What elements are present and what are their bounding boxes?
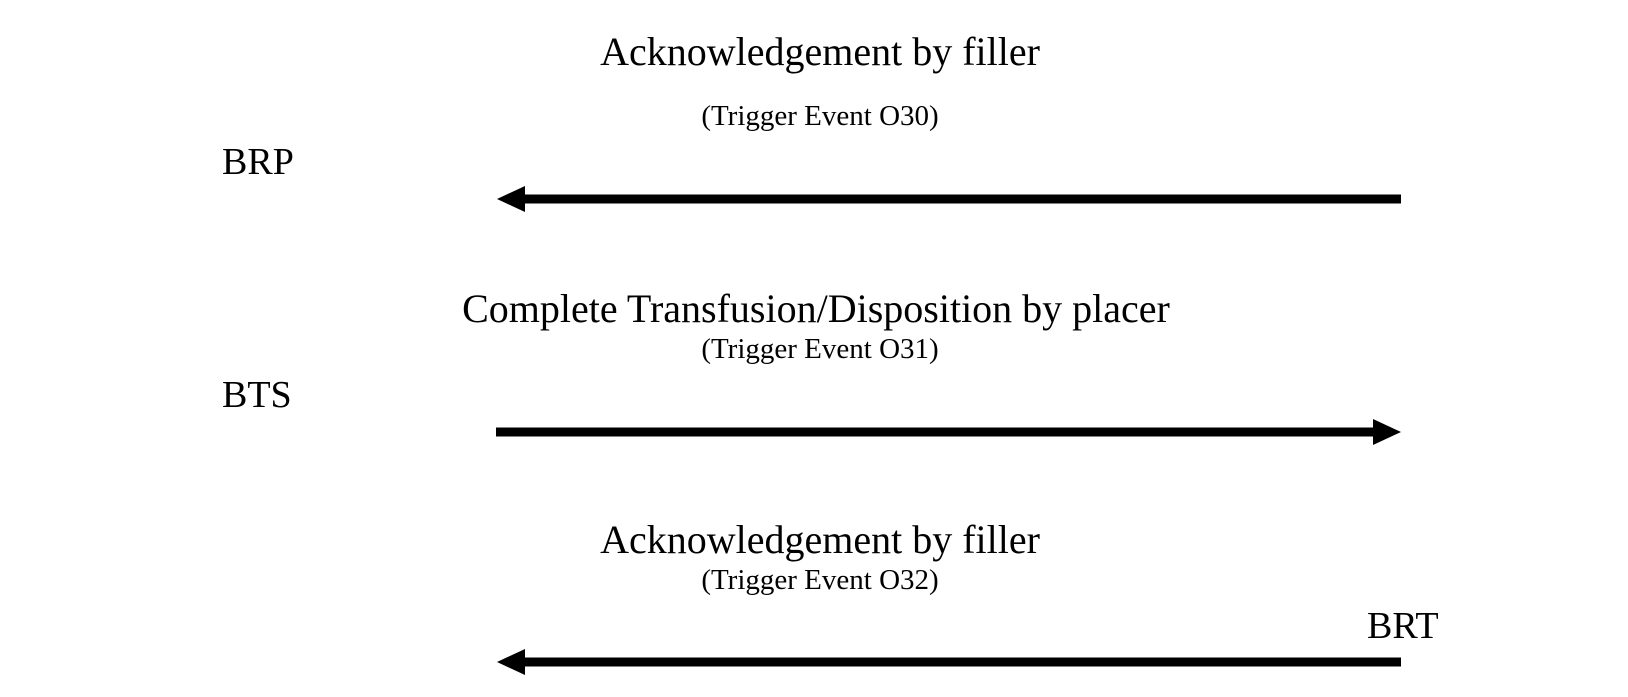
message-3-title: Acknowledgement by filler: [600, 517, 1040, 562]
message-2-trigger: (Trigger Event O31): [701, 333, 939, 365]
arrow-3-left: [497, 649, 1401, 675]
message-1-title: Acknowledgement by filler: [600, 29, 1040, 74]
message-1-label-brp: BRP: [222, 141, 294, 183]
message-1-trigger: (Trigger Event O30): [701, 100, 939, 132]
message-2-label-bts: BTS: [222, 374, 292, 416]
arrow-2-right: [496, 419, 1401, 445]
message-2-title: Complete Transfusion/Disposition by plac…: [462, 286, 1170, 331]
message-3-label-brt: BRT: [1367, 605, 1439, 647]
arrow-1-left: [497, 186, 1401, 212]
message-3-trigger: (Trigger Event O32): [701, 564, 939, 596]
